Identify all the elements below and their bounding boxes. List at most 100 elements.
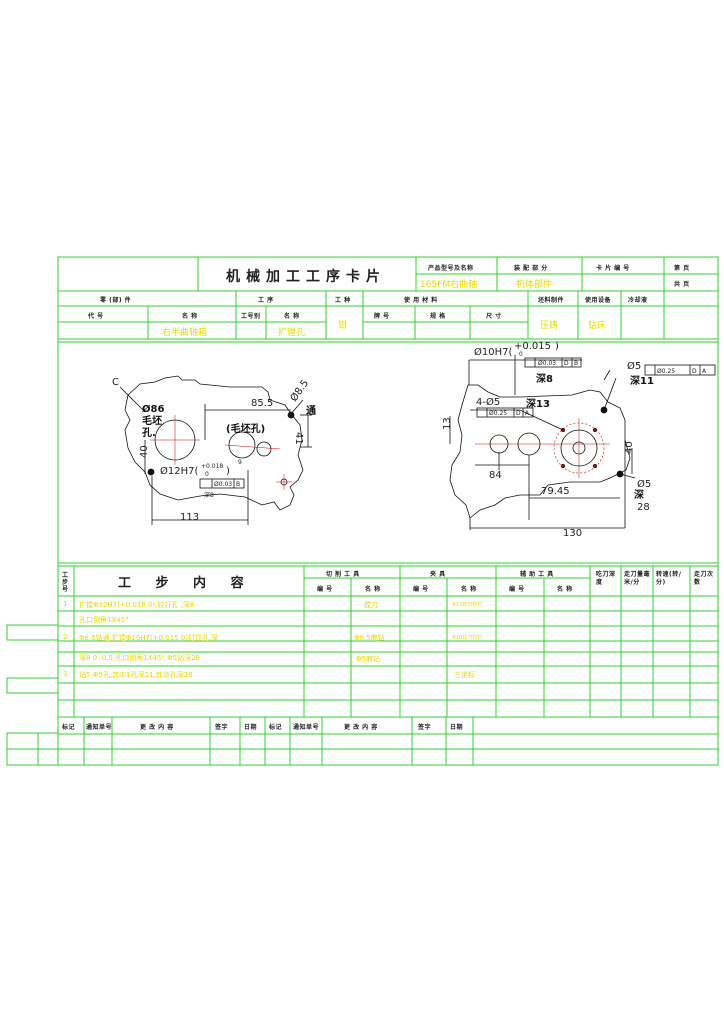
aux-name-header: 名 称 [557,586,573,593]
dim-phi8-5: Ø8.5 [288,377,311,403]
footer-change-content-2: 更 改 内 容 [344,724,378,731]
step-2-fixture: Φ10铰刀铰钉 [452,635,483,641]
product-model-value: 165FM右曲轴 [420,280,478,290]
right-frame-val-5: D [516,410,521,417]
right-phi10h7: Ø10H7( [474,346,512,358]
step-no-header: 工步号 [62,572,69,593]
right-dim-79-45: 79.45 [541,486,570,497]
step-1-fixture: Φ12铰刀铰钉 [452,602,483,608]
cut-name-header: 名 称 [365,586,381,593]
step-2-tool-1: Φ8.5麻钻 [354,634,385,642]
step-content-header: 工 步 内 容 [118,576,254,591]
fix-name-header: 名 称 [461,586,477,593]
right-frame-val-7: Ø0.25 [657,368,675,375]
material-label: 使 用 材 料 [404,297,438,304]
card-no-label: 卡 片 编 号 [596,265,630,272]
code-label: 代 号 [88,313,104,320]
right-tol-upper: +0.015 [514,341,551,352]
footer-sign: 签字 [215,724,229,731]
right-frame-val-8: D [692,368,697,375]
right-depth8: 深8 [536,372,553,385]
aux-tool-header: 辅 助 工 具 [520,571,554,578]
right-frame-val-4: Ø0.25 [489,410,507,417]
footer-mark: 标记 [62,724,76,731]
tol-lower: 0 [205,471,209,478]
right-4-phi5: 4-Ø5 [476,396,500,408]
right-dim-130: 130 [563,528,582,539]
fix-code-header: 编 号 [413,586,429,593]
step-2-line-1: Φ8.5钻通,扩镗Φ10H7(+0.015 0)钉铰孔,深 [79,634,219,642]
total-pages-label: 共 页 [674,281,690,288]
fixture-header: 夹 具 [430,571,446,578]
right-frame-val-3: B [574,360,578,367]
proc-name-value: 扩镗孔 [278,328,306,338]
blank-hole-label-3: (毛坯孔) [226,422,265,435]
footer-mark-2: 标记 [269,724,283,731]
right-phi5-bottom: Ø5 [637,478,651,490]
right-frame-val-9: A [702,368,707,375]
cut-code-header: 编 号 [317,586,333,593]
footer-change-no-2: 通知单号 [293,724,320,731]
step-2-tool-2: Φ5麻钻 [356,655,380,663]
footer-change-content: 更 改 内 容 [140,724,174,731]
dim-phi12h7: Ø12H7( [160,465,198,477]
through-label: 通 [306,405,316,417]
frame-val-2: B [236,481,240,488]
mat-spec-label: 规 格 [430,313,446,320]
right-dim-13: 13 [442,417,453,430]
step-3-line-1: 钻5-Φ5孔,其中1孔深11,其余孔深28 [79,671,193,679]
equipment-label: 使用设备 [585,297,612,304]
right-phi5-top: Ø5 [627,360,641,372]
proc-no-label: 工号别 [241,313,261,320]
blank-hole-label-1: 毛坯 [142,414,162,427]
card-title: 机械加工工序卡片 [226,269,386,285]
right-tol-close: ) [555,341,559,352]
product-model-label: 产品型号及名称 [428,265,474,272]
tol-upper: +0.018 [201,463,223,470]
coolant-label: 冷却液 [628,297,648,304]
step-3-fixture: 三坐标 [454,671,475,679]
shop-label: 工 种 [335,297,351,304]
step-1-line-1: 扩镗Φ12H7(+0.018 0),铰钉孔 ,深8 [79,601,195,609]
step-2-no: 2 [63,633,68,641]
footer-sign-2: 签字 [418,724,432,731]
name-label: 名 称 [182,313,198,320]
step-3-no: 3 [63,670,68,678]
depth-label: 深8 [204,491,214,499]
step-1-line-2: 孔口倒角1X45° [79,616,129,624]
aux-code-header: 编 号 [509,586,525,593]
dim-41: 41 [293,432,304,445]
part-drawing-value: 机体部件 [516,280,553,290]
left-part-drawing [119,375,312,525]
step-2-line-2: 深8 0 -0.5,孔口倒角1X45°,Φ5钻深28 [79,654,200,662]
frame-val-1: Ø0.03 [214,481,232,488]
right-dim-40: 40 [624,441,635,454]
dim-85-5: 85.5 [251,398,273,409]
footer-date-2: 日期 [450,724,464,731]
dim-40: 40 [139,445,150,458]
cutting-tool-header: 切 削 工 具 [326,571,360,578]
tol-close: ) [226,466,230,477]
shop-value: 钳 [338,321,348,331]
mat-size-label: 尺 寸 [486,313,502,320]
blank-value: 压铸 [540,321,559,331]
blank-hole-label-2: 孔. [142,426,156,439]
right-tol-lower: 0 [519,351,523,358]
step-1-no: 1 [63,600,68,608]
phi86-label: Ø86 [142,403,164,415]
right-frame-val-1: Ø0.03 [538,360,556,367]
footer-date: 日期 [244,724,258,731]
right-deep-label: 深 [634,488,644,501]
name-value: 右半曲轴箱 [162,328,208,338]
step-1-tool: 镗刀 [364,601,378,609]
right-dim-84: 84 [489,470,502,481]
speed-header: 走刀量毫米/分 [624,571,651,586]
dim-113: 113 [180,512,199,523]
right-dim-28: 28 [637,502,650,513]
right-deep11: 深11 [630,374,654,387]
part-drawing-label: 装 配 部 分 [514,265,548,272]
passes-header: 走刀次数 [694,571,714,586]
right-deep13: 深13 [526,397,550,410]
blank-label: 坯料制件 [538,297,565,304]
